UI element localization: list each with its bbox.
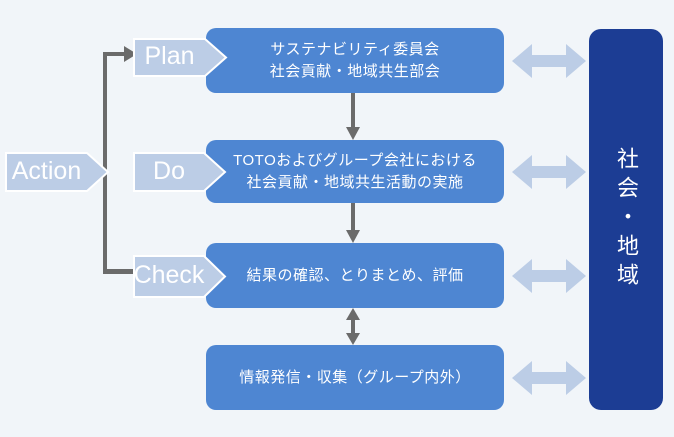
exchange-arrow-info-icon [512,361,586,395]
action-chevron-text: Action [11,156,82,185]
society-region-bar: 社会・地域 [589,29,663,410]
loop-line-bottom [103,269,135,274]
check-chevron-text: Check [133,261,205,289]
do-chevron-text: Do [153,156,185,185]
loop-line-top [103,52,126,56]
down-arrow-plan-to-do-icon [346,93,360,140]
do-box: TOTOおよびグループ会社における 社会貢献・地域共生活動の実施 [206,140,504,203]
info-box: 情報発信・収集（グループ内外） [206,345,504,410]
plan-chevron-shape [133,38,228,77]
check-box: 結果の確認、とりまとめ、評価 [206,243,504,308]
do-box-line2: 社会貢献・地域共生活動の実施 [246,173,464,191]
plan-box-line2: 社会貢献・地域共生部会 [269,62,441,80]
loop-line-vertical [103,52,107,273]
check-box-line1: 結果の確認、とりまとめ、評価 [246,266,464,284]
action-chevron-shape [5,152,110,192]
down-arrow-do-to-check-icon [346,203,360,243]
exchange-arrow-check-icon [512,259,586,293]
action-chevron-label: Action [5,152,110,192]
check-chevron-label: Check [133,255,227,298]
exchange-arrow-plan-icon [512,44,586,78]
plan-box-line1: サステナビリティ委員会 [270,40,440,58]
do-box-line1: TOTOおよびグループ会社における [233,151,477,169]
plan-box: サステナビリティ委員会 社会貢献・地域共生部会 [206,28,504,93]
info-box-line1: 情報発信・収集（グループ内外） [239,368,471,386]
plan-chevron-label: Plan [133,38,228,77]
exchange-arrow-do-icon [512,155,586,189]
bidirectional-arrow-check-to-info-icon [346,308,360,345]
do-chevron-shape [133,152,227,192]
do-chevron-label: Do [133,152,227,192]
check-chevron-shape [133,255,227,298]
plan-chevron-text: Plan [144,42,195,70]
society-region-label: 社会・地域 [614,147,639,292]
